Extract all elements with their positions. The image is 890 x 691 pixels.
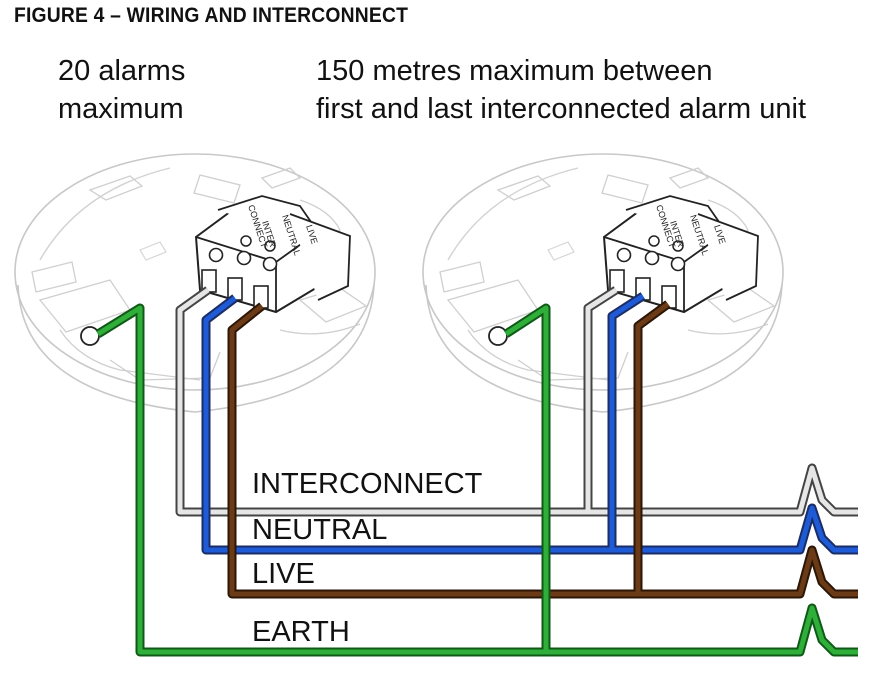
interconnect-label: INTERCONNECT — [252, 468, 483, 500]
alarm-limit-line-2: maximum — [58, 93, 184, 125]
alarm-1-earth-terminal — [80, 326, 100, 346]
distance-caption: 150 metres maximum between first and las… — [316, 52, 806, 128]
live-wire — [227, 300, 858, 599]
earth-label: EARTH — [252, 616, 350, 648]
neutral-label: NEUTRAL — [252, 514, 388, 546]
alarm-unit-2 — [422, 153, 784, 413]
alarm-unit-1 — [14, 153, 376, 413]
figure-title: FIGURE 4 – WIRING AND INTERCONNECT — [14, 4, 409, 27]
neutral-wire — [201, 292, 858, 555]
interconnect-wire — [175, 286, 858, 517]
alarm-limit-line-1: 20 alarms — [58, 55, 186, 87]
distance-line-1: 150 metres maximum between — [316, 55, 713, 87]
distance-line-2: first and last interconnected alarm unit — [316, 93, 807, 125]
alarm-2-earth-terminal — [488, 326, 508, 346]
earth-wire — [95, 303, 858, 657]
alarm-limit-caption: 20 alarms maximum — [58, 52, 185, 128]
live-label: LIVE — [252, 558, 315, 590]
